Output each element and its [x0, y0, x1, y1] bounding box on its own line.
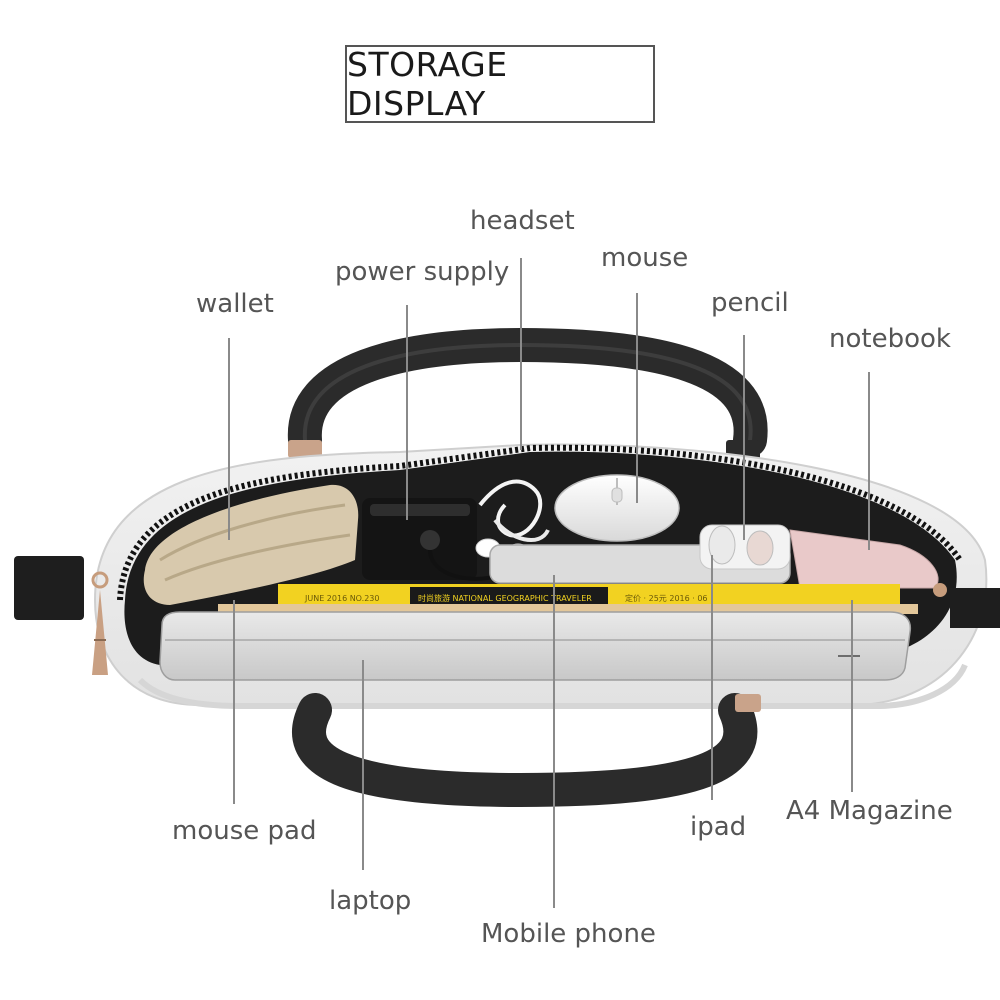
mouse-pad	[218, 604, 918, 614]
label-mouse: mouse	[601, 243, 689, 273]
wallet	[143, 484, 359, 605]
label-pencil: pencil	[711, 288, 789, 318]
leader-line-headset	[520, 258, 522, 450]
leader-line-notebook	[868, 372, 870, 550]
label-wallet: wallet	[196, 289, 274, 319]
bottom-handle	[292, 693, 758, 808]
label-laptop: laptop	[329, 886, 412, 916]
leader-line-mouse-pad	[233, 600, 235, 804]
leader-line-mobile-phone	[553, 575, 555, 908]
leader-line-a4-magazine	[851, 600, 853, 792]
leader-line-mouse	[636, 293, 638, 503]
eiffel-charm	[91, 571, 109, 675]
leader-line-ipad	[711, 555, 713, 800]
bag-tag	[14, 556, 84, 620]
leader-line-laptop	[362, 660, 364, 870]
label-ipad: ipad	[690, 812, 747, 842]
page-title: STORAGE DISPLAY	[345, 45, 655, 123]
leader-line-wallet	[228, 338, 230, 540]
label-headset: headset	[470, 206, 575, 236]
mouse	[554, 474, 680, 542]
magazine-text-left: JUNE 2016 NO.230	[304, 594, 379, 603]
label-a4-magazine: A4 Magazine	[786, 796, 953, 826]
label-power-supply: power supply	[335, 257, 510, 287]
pencil	[699, 524, 791, 570]
label-mobile-phone: Mobile phone	[481, 919, 656, 949]
leader-line-pencil	[743, 335, 745, 540]
leader-line-power-supply	[406, 305, 408, 520]
label-notebook: notebook	[829, 324, 951, 354]
magazine-text-right: 定价 · 25元 2016 · 06	[625, 593, 708, 603]
label-mouse-pad: mouse pad	[172, 816, 317, 846]
laptop	[159, 611, 912, 681]
power-supply	[362, 498, 501, 581]
magazine-text-center: 时尚旅游 NATIONAL GEOGRAPHIC TRAVELER	[418, 593, 592, 603]
top-handle	[287, 327, 768, 457]
